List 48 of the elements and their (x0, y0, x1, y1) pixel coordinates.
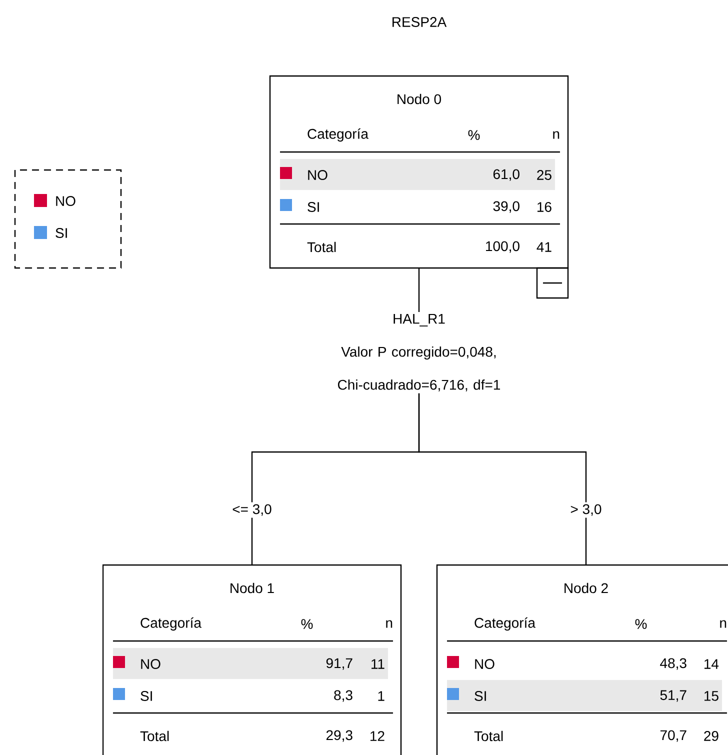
edge-label: <= 3,0 (230, 502, 274, 518)
count-value: 25 (537, 170, 552, 180)
column-header: n (553, 131, 560, 139)
total-label: Total (307, 242, 336, 252)
count-value: 14 (704, 659, 719, 669)
column-header: % (301, 619, 313, 629)
legend-label: SI (56, 228, 67, 238)
node-heading: Nodo 0 (398, 94, 441, 104)
split-statistics: Valor P corregido=0,048, Chi-cuadrado=6,716, df=1 (338, 346, 500, 392)
column-header: n (720, 620, 726, 628)
count-value: 41 (536, 242, 552, 252)
percentage-value: 29,3 (326, 730, 352, 742)
percentage-value: 91,7 (326, 658, 352, 670)
column-header: n (386, 620, 392, 628)
column-header: Categoría (140, 617, 202, 631)
count-value: 1 (378, 691, 384, 701)
total-label: Total (474, 730, 503, 742)
percentage-value: 8,3 (334, 690, 352, 702)
percentage-value: 51,7 (660, 690, 686, 702)
count-value: 15 (704, 691, 718, 701)
count-value: 11 (372, 659, 384, 669)
count-value: 12 (370, 731, 384, 741)
category-label: NO (308, 170, 328, 180)
category-label: SI (140, 691, 152, 701)
count-value: 29 (704, 731, 718, 741)
column-header: % (635, 619, 647, 629)
category-label: SI (474, 691, 486, 701)
percentage-value: 100,0 (486, 241, 520, 253)
node-heading: Nodo 1 (230, 582, 274, 594)
column-header: % (468, 130, 480, 140)
edge-label: > 3,0 (568, 502, 604, 518)
total-label: Total (140, 730, 169, 742)
category-label: SI (308, 202, 319, 212)
connector-line (418, 393, 587, 565)
legend-label: NO (56, 196, 76, 206)
category-label: NO (475, 659, 494, 669)
node-heading: Nodo 2 (564, 582, 608, 594)
chart-title: RESP2A (392, 17, 447, 27)
percentage-value: 70,7 (660, 730, 686, 742)
column-header: Categoría (474, 617, 536, 631)
count-value: 16 (538, 202, 552, 212)
split-variable: HAL_R1 (394, 314, 445, 326)
percentage-value: 48,3 (660, 658, 686, 670)
percentage-value: 61,0 (493, 169, 520, 181)
connector-line (418, 268, 420, 312)
percentage-value: 39,0 (493, 201, 520, 213)
category-label: NO (141, 659, 160, 669)
column-header: Categoría (308, 128, 368, 142)
